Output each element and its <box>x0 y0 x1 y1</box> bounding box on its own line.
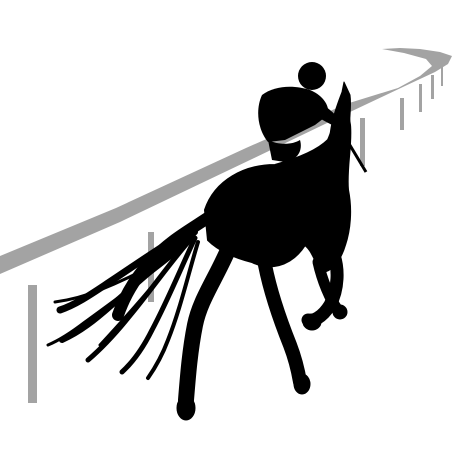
rail-post <box>419 84 422 112</box>
rail-post <box>400 98 404 130</box>
horse-hind-leg <box>258 258 307 389</box>
jockey-leg <box>268 140 301 162</box>
jockey-helmet <box>298 62 326 90</box>
jockey <box>258 62 338 162</box>
jockey-arm <box>298 95 338 126</box>
rail-top-bar <box>0 48 452 274</box>
horse-body <box>204 87 352 273</box>
horse-hoof <box>176 395 196 421</box>
horse-hoof <box>332 304 348 320</box>
rail-post <box>441 66 443 86</box>
horse-hoof <box>302 313 322 331</box>
rail-post <box>28 285 37 403</box>
horse-head <box>329 81 352 151</box>
rail-post <box>360 118 365 166</box>
horse <box>176 81 352 421</box>
horse-reins <box>334 121 368 173</box>
rail-post <box>431 75 434 99</box>
horse-hoof <box>293 373 311 395</box>
horse-tail <box>46 209 218 380</box>
horse-hind-leg <box>178 242 236 408</box>
